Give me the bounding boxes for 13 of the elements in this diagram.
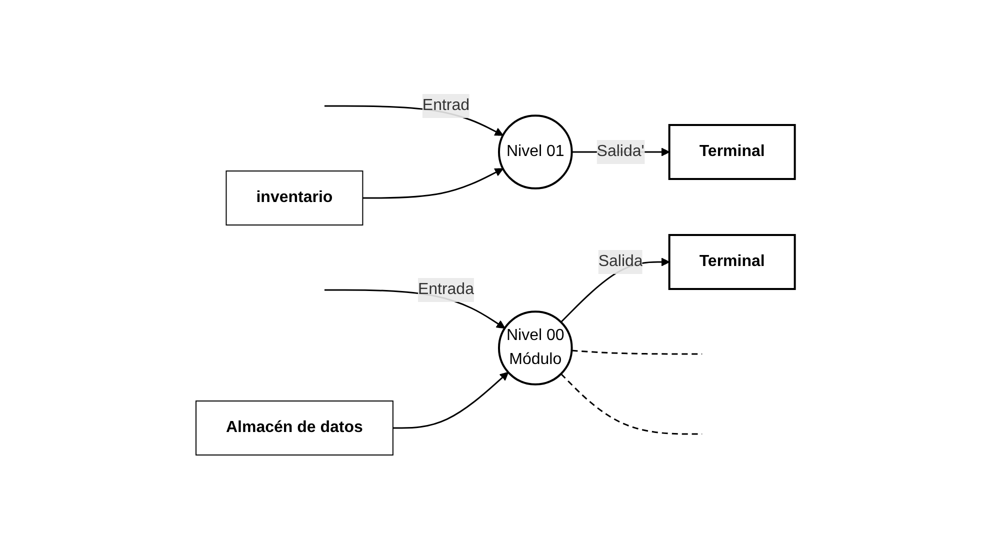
edge-label: Salida'	[596, 143, 644, 160]
arrow	[392, 372, 508, 429]
node-box: Terminal	[668, 234, 796, 290]
edge-label: Entrada	[418, 281, 474, 298]
node-box: Almacén de datos	[195, 400, 394, 456]
edge-label: Salida	[598, 253, 642, 270]
node-box: inventario	[225, 170, 363, 226]
node-circle: Nivel 00 Módulo	[498, 310, 572, 386]
arrow	[362, 168, 503, 199]
connector	[571, 350, 702, 355]
edge-label: Entrad	[422, 97, 470, 114]
node-box: Terminal	[668, 124, 796, 180]
node-circle: Nivel 01	[498, 114, 572, 190]
